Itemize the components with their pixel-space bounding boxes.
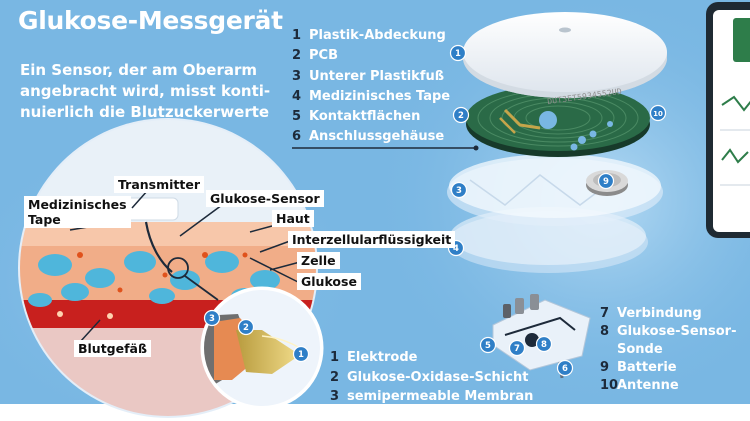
page-title: Glukose-Messgerät xyxy=(18,6,283,35)
legend-probe-layers: 1 Elektrode 2 Glukose-Oxidase-Schicht 3 sem… xyxy=(330,348,533,407)
phone-icon xyxy=(706,2,750,238)
legend-item: 7 Verbindung xyxy=(600,305,740,323)
subtitle: Ein Sensor, der am Oberarm angebracht wi… xyxy=(20,60,285,123)
legend-device-parts: 1 Plastik-Abdeckung 2 PCB 3 Unterer Plastik… xyxy=(292,26,450,148)
device-part-marker-number: 8 xyxy=(541,340,547,350)
legend-connector-parts: 7 Verbindung 8 Glukose-Sensor- Sonde 9 Batte… xyxy=(600,305,740,395)
legend-item: 6 Anschlussgehäuse xyxy=(292,127,450,147)
label-interstitial-fluid: Interzellularflüssigkeit xyxy=(288,231,456,248)
legend-number: 3 xyxy=(330,389,340,404)
legend-label: Anschlussgehäuse xyxy=(309,129,445,145)
legend-number: 7 xyxy=(600,306,610,321)
device-part-marker xyxy=(452,106,470,124)
device-part-marker-number: 7 xyxy=(514,344,520,354)
legend-number: 9 xyxy=(600,360,610,375)
legend-label: Elektrode xyxy=(347,350,418,365)
legend-item: 1 Elektrode xyxy=(330,348,533,368)
legend-item: 2 Glukose-Oxidase-Schicht xyxy=(330,368,533,388)
legend-number: 1 xyxy=(292,28,302,43)
legend-item: 4 Medizinisches Tape xyxy=(292,87,450,107)
legend-item: 9 Batterie xyxy=(600,359,740,377)
legend-number: 3 xyxy=(292,68,302,84)
label-medical-tape: Medizinisches Tape xyxy=(24,196,131,228)
legend-label-continued: Sonde xyxy=(617,342,663,357)
probe-layer-marker-number: 1 xyxy=(298,350,304,360)
legend-label: Glukose-Oxidase-Schicht xyxy=(347,369,529,385)
device-part-marker xyxy=(479,336,497,354)
legend-label: Glukose-Sensor- xyxy=(617,324,737,339)
label-transmitter: Transmitter xyxy=(114,176,204,193)
device-part-marker-number: 9 xyxy=(603,177,609,187)
label-glucose-sensor: Glukose-Sensor xyxy=(206,190,324,207)
label-medical-tape-line: Tape xyxy=(28,212,61,227)
probe-layer-marker xyxy=(292,345,310,363)
label-skin: Haut xyxy=(272,210,314,227)
device-part-marker xyxy=(449,44,467,62)
legend-label: Kontaktflächen xyxy=(309,109,421,125)
device-part-marker-number: 3 xyxy=(456,186,462,196)
device-part-marker xyxy=(556,359,574,377)
legend-label: Medizinisches Tape xyxy=(309,88,451,104)
device-part-marker xyxy=(508,339,526,357)
legend-label: Plastik-Abdeckung xyxy=(309,28,446,43)
legend-item: 2 PCB xyxy=(292,46,450,66)
legend-number: 1 xyxy=(330,350,340,365)
legend-number: 2 xyxy=(292,48,302,64)
sensor-exploded-view xyxy=(447,12,667,273)
device-part-marker xyxy=(597,172,615,190)
label-glucose: Glukose xyxy=(297,273,361,290)
legend-item: 1 Plastik-Abdeckung xyxy=(292,26,450,46)
label-cell: Zelle xyxy=(297,252,340,269)
legend-number: 4 xyxy=(292,88,302,104)
probe-layer-marker xyxy=(203,309,221,327)
legend-label: Batterie xyxy=(617,360,677,375)
legend-label: Antenne xyxy=(617,378,679,393)
legend-number: 5 xyxy=(292,109,302,125)
legend-item: 8 Glukose-Sensor- Sonde xyxy=(600,323,740,359)
legend-number: 8 xyxy=(600,324,610,339)
device-part-marker-number: 10 xyxy=(653,110,663,118)
device-part-marker xyxy=(535,335,553,353)
probe-layer-marker xyxy=(237,318,255,336)
device-part-marker-number: 1 xyxy=(455,49,461,59)
device-part-marker-number: 2 xyxy=(458,111,464,121)
legend-label: Unterer Plastikfuß xyxy=(309,68,445,84)
label-medical-tape-line: Medizinisches xyxy=(28,197,127,212)
device-part-marker-number: 4 xyxy=(453,244,459,254)
legend-label: Verbindung xyxy=(617,306,702,321)
legend-item: 5 Kontaktflächen xyxy=(292,107,450,127)
legend-item: 10Antenne xyxy=(600,377,740,395)
legend-number: 6 xyxy=(292,129,302,145)
subtitle-line: nuierlich die Blutzuckerwerte xyxy=(20,103,270,121)
legend-item: 3 Unterer Plastikfuß xyxy=(292,67,450,87)
device-part-marker-number: 5 xyxy=(485,341,491,351)
legend-item: 3 semipermeable Membran xyxy=(330,387,533,407)
device-part-marker xyxy=(649,104,667,122)
subtitle-line: angebracht wird, misst konti- xyxy=(20,82,271,100)
legend-label: semipermeable Membran xyxy=(347,389,534,404)
device-part-marker-number: 6 xyxy=(562,364,568,374)
probe-layer-marker-number: 3 xyxy=(209,314,215,324)
probe-layer-marker-number: 2 xyxy=(243,323,249,333)
legend-number: 2 xyxy=(330,369,340,385)
subtitle-line: Ein Sensor, der am Oberarm xyxy=(20,61,258,79)
device-part-marker xyxy=(450,181,468,199)
label-blood-vessel: Blutgefäß xyxy=(74,340,151,357)
legend-number: 10 xyxy=(600,378,619,393)
legend-label: PCB xyxy=(309,48,338,64)
leader-dot xyxy=(473,145,479,151)
